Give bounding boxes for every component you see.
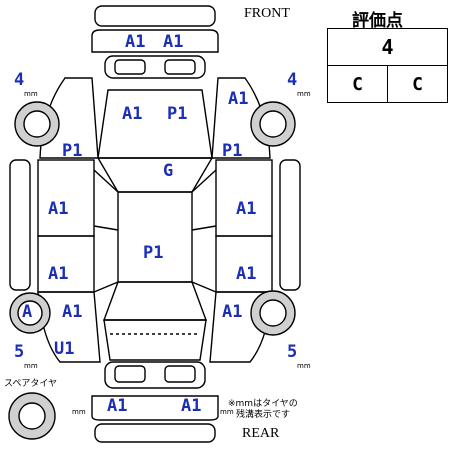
front-label: FRONT (244, 6, 290, 21)
tire-spare (8, 392, 56, 440)
rear-garnish (104, 361, 206, 389)
tire-tread-rear-right: 5 (287, 342, 298, 362)
tire-unit-spare-right: mm (220, 408, 234, 416)
front-grille (104, 55, 206, 79)
damage-rear-left-tire: A (22, 302, 33, 322)
tire-tread-front-right: 4 (287, 70, 298, 90)
spare-tire-label: スペアタイヤ (4, 379, 58, 389)
damage-rear-bumper-left: A1 (107, 396, 128, 416)
tire-front-left (14, 101, 60, 147)
grade-exterior: C (387, 65, 448, 103)
tire-rear-right (250, 290, 296, 336)
damage-left-rocker: U1 (54, 339, 75, 359)
damage-front-bumper-left: A1 (125, 32, 146, 52)
roof (117, 191, 193, 283)
grade-title: 評価点 (352, 11, 403, 31)
left-front-door (37, 159, 95, 237)
damage-left-front-door: A1 (48, 199, 69, 219)
damage-front-right-fender-top: A1 (228, 89, 249, 109)
damage-hood-left: A1 (122, 104, 143, 124)
grade-score: 4 (327, 28, 448, 66)
trunk (103, 319, 207, 361)
hood (97, 89, 213, 159)
rear-bumper-bottom (94, 423, 216, 443)
rear-bumper (91, 395, 219, 421)
damage-windshield: G (163, 161, 174, 181)
damage-roof: P1 (143, 243, 164, 263)
tire-unit-spare: mm (72, 408, 86, 416)
left-side-sill (9, 159, 31, 291)
damage-rear-bumper-right: A1 (181, 396, 202, 416)
right-side-sill (279, 159, 301, 291)
rear-window (102, 281, 208, 321)
tire-unit-front-left: mm (24, 90, 38, 98)
grade-table: 4 C C (327, 28, 448, 103)
damage-left-rear-door: A1 (48, 264, 69, 284)
damage-right-front-door: A1 (236, 199, 257, 219)
tread-note-line2: 残溝表示です (236, 410, 291, 420)
right-front-door (215, 159, 273, 237)
tire-tread-front-left: 4 (14, 70, 25, 90)
rear-label: REAR (242, 426, 280, 441)
damage-right-rear-door: A1 (236, 264, 257, 284)
tread-note-line1: ※mmはタイヤの (228, 399, 298, 409)
damage-front-bumper-right: A1 (163, 32, 184, 52)
damage-left-rear-wheel-area: A1 (62, 302, 83, 322)
front-bumper (91, 29, 219, 53)
grade-interior: C (327, 65, 388, 103)
tire-front-right (250, 101, 296, 147)
damage-front-left-fender: P1 (62, 141, 83, 161)
tire-tread-rear-left: 5 (14, 342, 25, 362)
damage-front-right-fender: P1 (222, 141, 243, 161)
damage-right-rear-wheel-area: A1 (222, 302, 243, 322)
tire-unit-rear-left: mm (24, 362, 38, 370)
front-bumper-top (94, 5, 216, 27)
windshield (96, 157, 214, 193)
tire-unit-front-right: mm (297, 90, 311, 98)
tire-rear-left (9, 292, 51, 334)
tire-unit-rear-right: mm (297, 362, 311, 370)
damage-hood-right: P1 (167, 104, 188, 124)
